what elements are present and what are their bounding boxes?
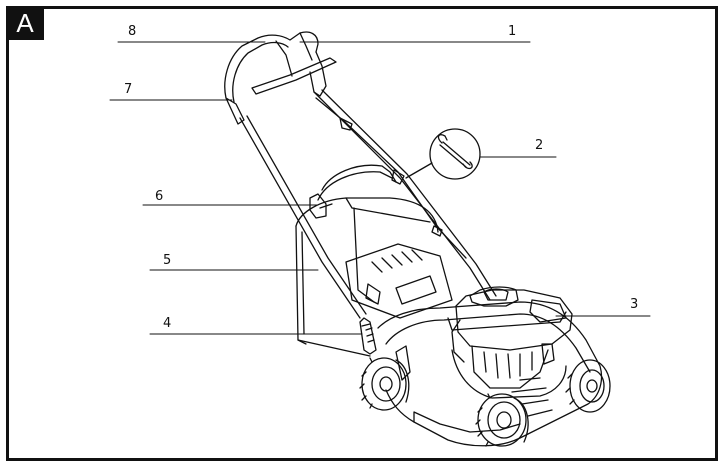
clip-detail [405,128,481,180]
wheel-rear-left [359,357,410,411]
figure-letter-badge: A [6,6,44,40]
wheel-rear-right [565,359,611,413]
callout-number-5: 5 [163,253,172,268]
clip-detail-circle [429,128,481,180]
callout-number-2: 2 [535,138,544,153]
callout-number-8: 8 [128,24,137,39]
wheel-front [475,393,529,447]
handle-tubes [239,89,497,319]
figure-frame [6,6,718,461]
engine [451,286,573,389]
callout-number-7: 7 [124,82,133,97]
callout-number-6: 6 [155,189,164,204]
callout-number-4: 4 [163,316,172,331]
grass-collection-box [295,197,453,357]
mower-deck [377,301,603,447]
grassbox-handle [309,164,397,219]
callout-leader-lines [109,41,651,335]
callout-number-1: 1 [508,24,517,39]
height-adjustment-lever [359,317,377,355]
clip-pin-icon [437,134,473,170]
upper-handle [224,31,337,125]
callout-number-3: 3 [630,297,639,312]
